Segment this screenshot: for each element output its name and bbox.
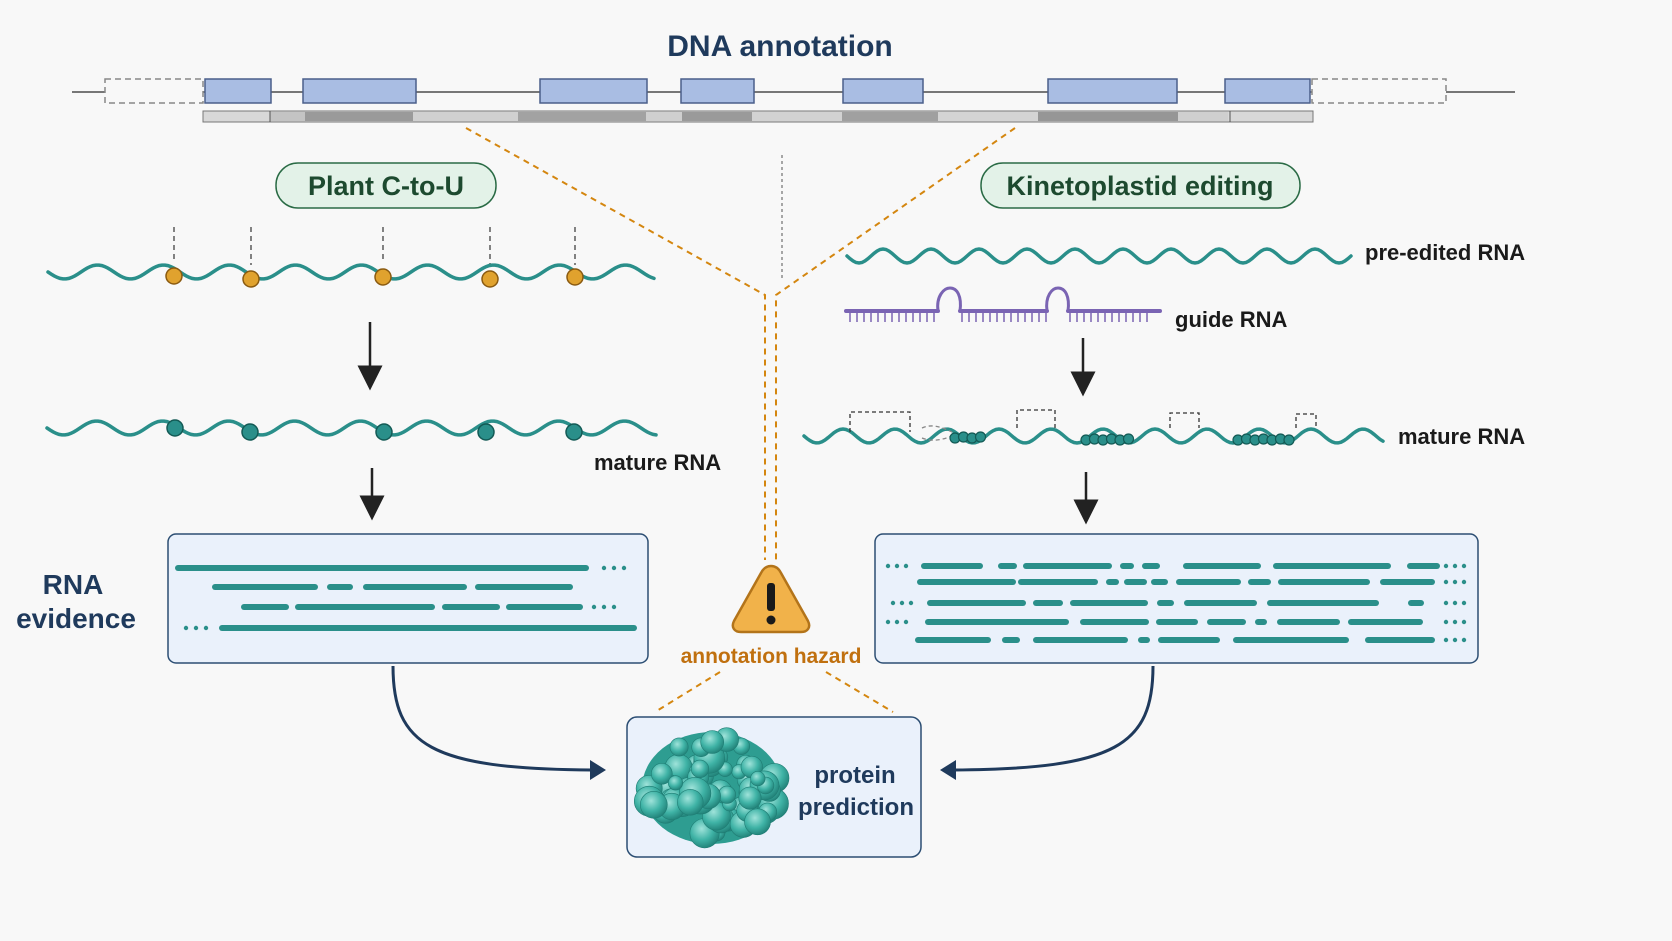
c-site-dot xyxy=(165,267,183,285)
c-site-dot xyxy=(374,268,392,286)
rna-evidence-label-line2: evidence xyxy=(16,603,136,634)
pill-kinetoplastid-editing xyxy=(980,162,1301,209)
u-site-dot xyxy=(477,423,495,441)
arrowhead-left xyxy=(590,760,606,780)
mature-rna-label-right: mature RNA xyxy=(1398,424,1525,449)
edit-site-markers xyxy=(173,227,576,265)
c-site-dot xyxy=(566,268,584,286)
inserted-u-bead xyxy=(974,431,987,443)
u-site-dot xyxy=(166,419,184,437)
deletion-brackets xyxy=(849,409,1317,441)
guide-rna-label: guide RNA xyxy=(1175,307,1288,332)
exon-4 xyxy=(680,78,755,104)
u-site-dot xyxy=(565,423,583,441)
utr-3-prime xyxy=(1311,78,1447,104)
connector-right-to-protein xyxy=(953,665,1155,772)
guide-rna xyxy=(844,286,1162,322)
utr-5-prime xyxy=(104,78,204,104)
u-sites xyxy=(166,419,583,441)
inserted-u-bead xyxy=(1122,433,1135,445)
connector-left-to-protein xyxy=(391,665,593,772)
rna-evidence-panel-left xyxy=(167,533,649,664)
annotation-hazard-label: annotation hazard xyxy=(681,645,862,668)
pill-plant-c-to-u xyxy=(275,162,497,209)
exon-2 xyxy=(302,78,417,104)
pre-edit-rna-strand xyxy=(46,263,656,281)
rna-evidence-panel-right xyxy=(874,533,1479,664)
inserted-u-beads xyxy=(949,431,1295,446)
reads-left xyxy=(175,565,637,631)
u-site-dot xyxy=(241,423,259,441)
diagram-title: DNA annotation xyxy=(667,30,893,63)
pill-kinetoplastid-label: Kinetoplastid editing xyxy=(1007,171,1274,201)
pre-edited-rna-strand xyxy=(845,247,1353,265)
exon-5 xyxy=(842,78,924,104)
inserted-u-bead xyxy=(1283,434,1295,446)
protein-structure-icon xyxy=(633,727,790,849)
arrowhead-right xyxy=(940,760,956,780)
read-ellipsis-right xyxy=(885,563,1467,643)
mature-rna-strand-left xyxy=(45,419,658,437)
hazard-lines xyxy=(465,127,1016,713)
exon-6 xyxy=(1047,78,1178,104)
read-ellipsis-left xyxy=(183,565,627,631)
reads-right xyxy=(915,563,1440,643)
mature-rna-label-left: mature RNA xyxy=(594,450,721,475)
dna-annotation-track xyxy=(72,78,1515,123)
u-site-dot xyxy=(375,423,393,441)
protein-label-line1: protein xyxy=(814,762,895,789)
c-sites xyxy=(165,267,584,288)
pill-plant-c-to-u-label: Plant C-to-U xyxy=(308,171,464,201)
warning-triangle-icon xyxy=(731,564,811,634)
guide-rna-bases xyxy=(849,311,1148,322)
exon-1 xyxy=(204,78,272,104)
exon-7 xyxy=(1224,78,1311,104)
coverage-bar xyxy=(202,110,1314,123)
c-site-dot xyxy=(481,270,499,288)
rna-evidence-label-line1: RNA xyxy=(43,569,104,600)
protein-label-line2: prediction xyxy=(798,794,914,821)
pre-edited-rna-label: pre-edited RNA xyxy=(1365,240,1525,265)
c-site-dot xyxy=(242,270,260,288)
exon-3 xyxy=(539,78,648,104)
